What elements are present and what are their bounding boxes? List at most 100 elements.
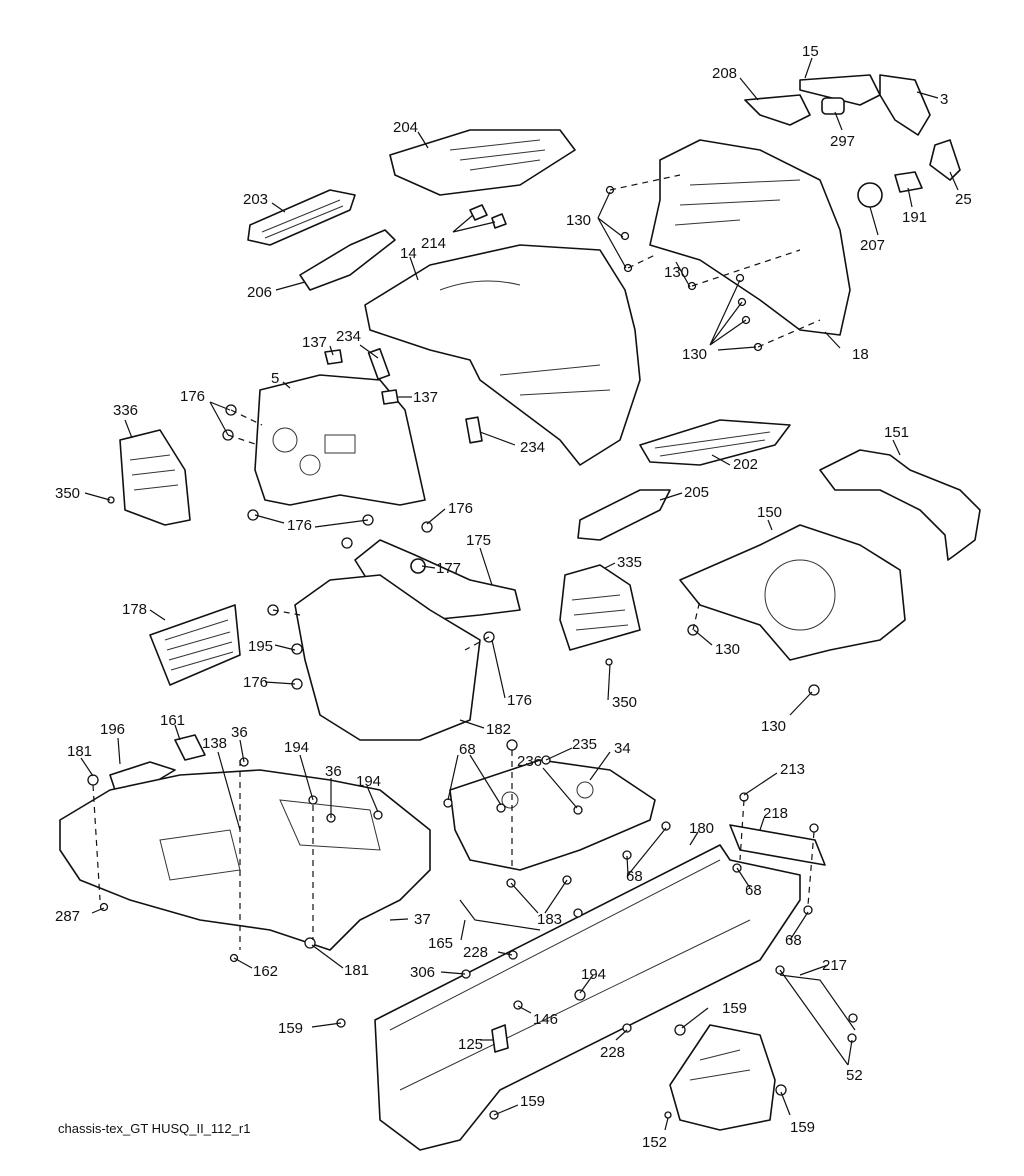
callout-130: 130 [761, 718, 786, 735]
callout-194: 194 [356, 773, 381, 790]
callout-297: 297 [830, 133, 855, 150]
callout-68: 68 [459, 741, 476, 758]
part-191-bulb [894, 171, 923, 193]
part-336-side-panel [119, 429, 191, 526]
callout-206: 206 [247, 284, 272, 301]
part-297-socket [821, 97, 845, 115]
callout-150: 150 [757, 504, 782, 521]
callout-15: 15 [802, 43, 819, 60]
callout-181: 181 [67, 743, 92, 760]
callout-176: 176 [243, 674, 268, 691]
callout-36: 36 [231, 724, 248, 741]
callout-176: 176 [448, 500, 473, 517]
callouts: 15 208 3 297 204 25 191 207 203 130 214 … [55, 43, 972, 1151]
part-14-hood [364, 244, 641, 466]
callout-176: 176 [287, 517, 312, 534]
callout-194: 194 [581, 966, 606, 983]
callout-14: 14 [400, 245, 417, 262]
part-335-side-panel [559, 564, 641, 651]
callout-208: 208 [712, 65, 737, 82]
part-180-frame [374, 844, 801, 1151]
callout-68: 68 [626, 868, 643, 885]
callout-207: 207 [860, 237, 885, 254]
callout-234: 234 [520, 439, 545, 456]
callout-18: 18 [852, 346, 869, 363]
part-182-lower-dash [294, 574, 481, 741]
part-137-clip [324, 349, 343, 365]
callout-130: 130 [664, 264, 689, 281]
diagram-caption: chassis-tex_GT HUSQ_II_112_r1 [58, 1121, 250, 1136]
part-37-fender [59, 769, 431, 951]
callout-130: 130 [566, 212, 591, 229]
callout-146: 146 [533, 1011, 558, 1028]
callout-336: 336 [113, 402, 138, 419]
callout-34: 34 [614, 740, 631, 757]
part-205-trim [577, 489, 671, 541]
part-137-clip-2 [381, 389, 399, 405]
callout-138: 138 [202, 735, 227, 752]
callout-235: 235 [572, 736, 597, 753]
callout-37: 37 [414, 911, 431, 928]
part-234-plate-2 [465, 416, 483, 444]
callout-234: 234 [336, 328, 361, 345]
callout-159: 159 [790, 1119, 815, 1136]
part-217-rod [779, 974, 856, 1031]
callout-68: 68 [745, 882, 762, 899]
part-202-grille [639, 419, 791, 466]
callout-181: 181 [344, 962, 369, 979]
part-196-plate [109, 761, 176, 791]
callout-25: 25 [955, 191, 972, 208]
callout-3: 3 [940, 91, 948, 108]
part-178-vent [149, 604, 241, 686]
part-206-bracket [299, 229, 396, 291]
part-204-hood-top [389, 129, 576, 196]
callout-152: 152 [642, 1134, 667, 1151]
part-208-lamp [744, 94, 811, 126]
callout-159: 159 [278, 1020, 303, 1037]
assembly-lines [92, 174, 821, 950]
callout-335: 335 [617, 554, 642, 571]
callout-202: 202 [733, 456, 758, 473]
callout-151: 151 [884, 424, 909, 441]
part-203-front-grille [247, 189, 356, 246]
callout-214: 214 [421, 235, 446, 252]
part-125-bracket [491, 1024, 509, 1053]
callout-176: 176 [180, 388, 205, 405]
callout-204: 204 [393, 119, 418, 136]
part-161-clip [174, 734, 206, 761]
callout-130: 130 [682, 346, 707, 363]
callout-137: 137 [413, 389, 438, 406]
callout-162: 162 [253, 963, 278, 980]
callout-68: 68 [785, 932, 802, 949]
callout-217: 217 [822, 957, 847, 974]
callout-236: 236 [517, 753, 542, 770]
callout-350: 350 [55, 485, 80, 502]
callout-350: 350 [612, 694, 637, 711]
callout-176: 176 [507, 692, 532, 709]
callout-125: 125 [458, 1036, 483, 1053]
part-15-gasket [799, 74, 881, 106]
callout-228: 228 [463, 944, 488, 961]
callout-287: 287 [55, 908, 80, 925]
callout-183: 183 [537, 911, 562, 928]
part-25-lens [929, 139, 961, 181]
callout-165: 165 [428, 935, 453, 952]
callout-52: 52 [846, 1067, 863, 1084]
callout-130: 130 [715, 641, 740, 658]
part-5-dashboard [254, 374, 426, 506]
part-214-clip-2 [491, 213, 507, 229]
callout-203: 203 [243, 191, 268, 208]
part-165-rod [459, 899, 541, 931]
callout-228: 228 [600, 1044, 625, 1061]
part-218-bracket [729, 824, 826, 866]
callout-194: 194 [284, 739, 309, 756]
callout-191: 191 [902, 209, 927, 226]
part-234-plate [367, 347, 391, 381]
callout-306: 306 [410, 964, 435, 981]
callout-159: 159 [722, 1000, 747, 1017]
callout-182: 182 [486, 721, 511, 738]
callout-137: 137 [302, 334, 327, 351]
callout-205: 205 [684, 484, 709, 501]
part-214-clip [469, 204, 488, 221]
callout-159: 159 [520, 1093, 545, 1110]
